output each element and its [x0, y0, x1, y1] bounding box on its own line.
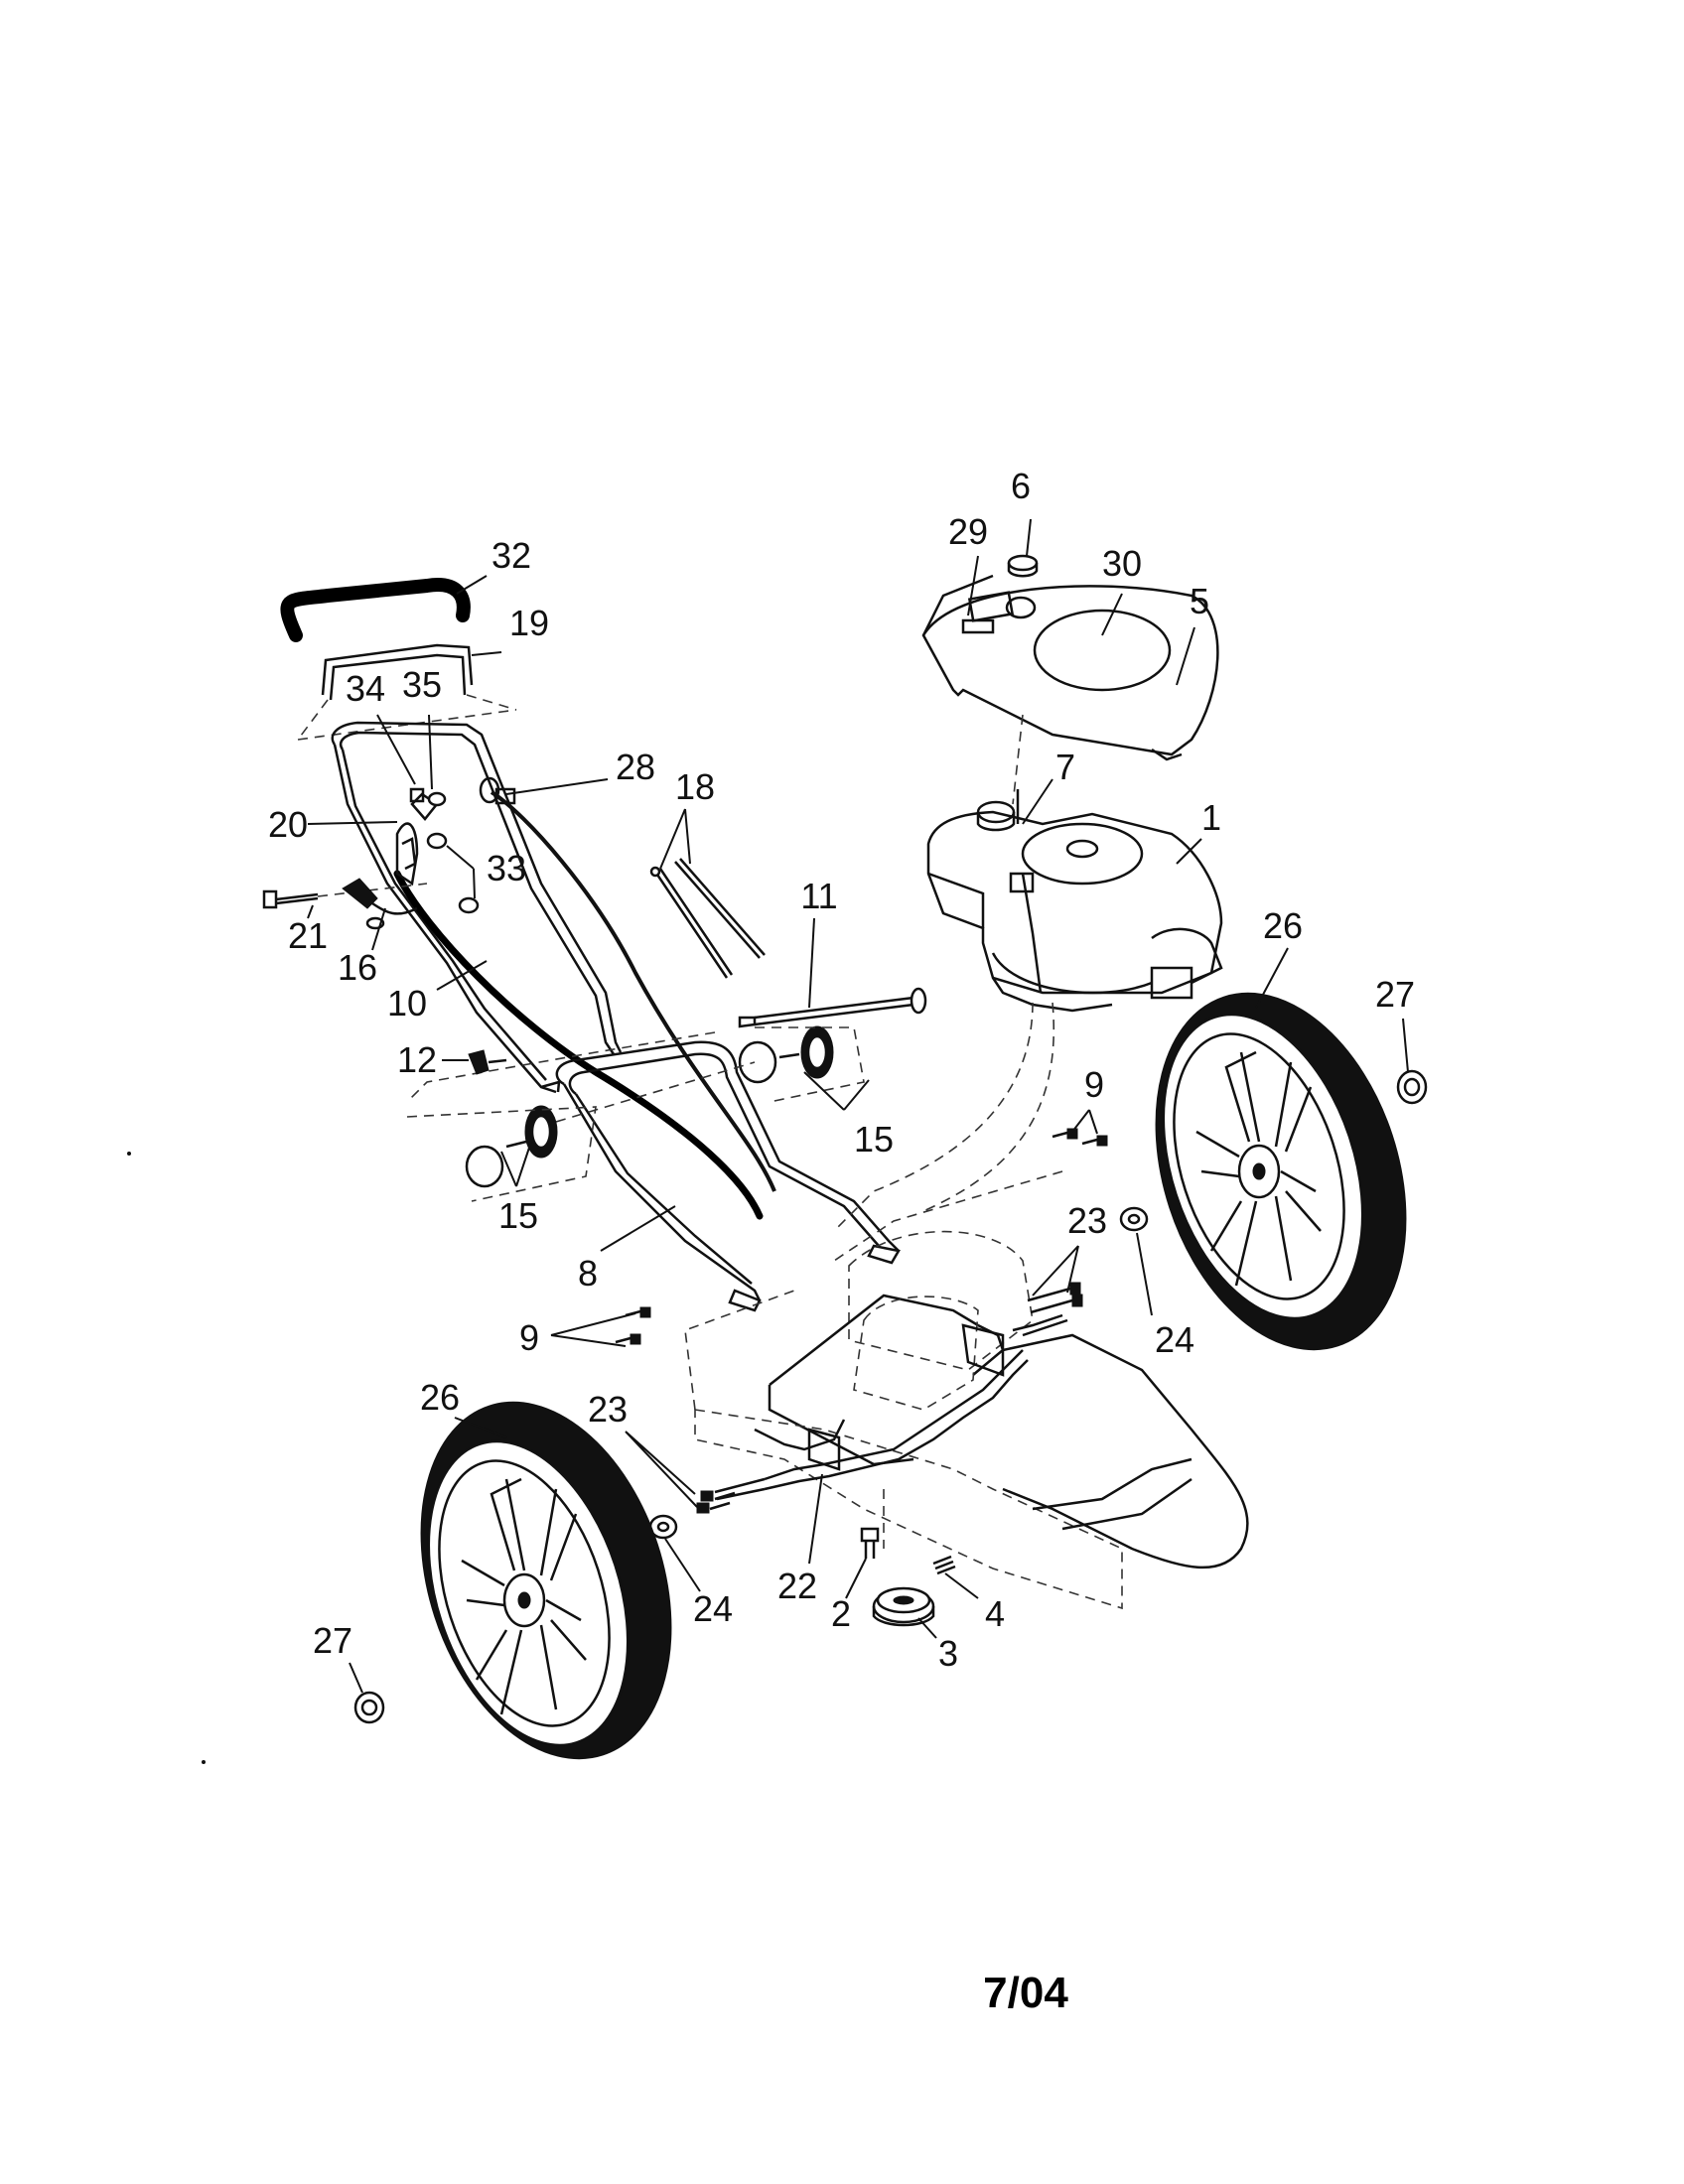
callout-21: 21 [288, 915, 328, 956]
callout-1: 1 [1201, 797, 1221, 838]
handle-frame-part [331, 721, 623, 1094]
callout-16: 16 [338, 947, 377, 988]
engine-part [926, 789, 1223, 1013]
callout-32: 32 [491, 535, 531, 576]
cover-engine-guide [1012, 714, 1024, 805]
date-code: 7/04 [983, 1969, 1068, 2017]
bolt-35-part [409, 787, 447, 807]
bolt-21-guide [317, 883, 428, 897]
right-wheel-part [1155, 992, 1407, 1351]
cable-fitting-part [479, 776, 516, 805]
callout-33: 33 [487, 848, 526, 888]
hub-nut-27-part [353, 1069, 1428, 1724]
cable-part [490, 790, 776, 1192]
screws-9-part [615, 1128, 1108, 1345]
callout-4: 4 [985, 1593, 1005, 1634]
callout-34: 34 [346, 668, 385, 709]
bolt-21-part [262, 889, 319, 909]
callout-28: 28 [616, 747, 655, 787]
cap-part [1007, 554, 1039, 578]
rods-part [649, 858, 766, 979]
engine-cover-part [921, 574, 1219, 761]
callout-26-left: 26 [420, 1377, 460, 1418]
callout-6: 6 [1011, 466, 1031, 506]
switch-part [342, 878, 418, 930]
callout-35: 35 [402, 664, 442, 705]
callout-24-left: 24 [693, 1588, 733, 1629]
pulley-left-part [465, 1105, 558, 1188]
callout-9-left: 9 [519, 1317, 539, 1358]
lower-handle-part [555, 1040, 901, 1312]
stray-mark [127, 1152, 131, 1156]
callout-15-left: 15 [498, 1195, 538, 1236]
leader-lines [307, 518, 1409, 1694]
handle-grip-part [280, 578, 471, 642]
blade-pulley-part [872, 1586, 935, 1627]
pulley-right-part [738, 1025, 834, 1084]
nut-33-part [426, 832, 480, 914]
callout-7: 7 [1055, 747, 1075, 787]
callout-9-right: 9 [1084, 1064, 1104, 1105]
bolts-23-part [696, 1282, 1083, 1514]
callout-23-left: 23 [588, 1389, 628, 1430]
callout-26-right: 26 [1263, 905, 1303, 946]
callout-19: 19 [509, 603, 549, 643]
callout-12: 12 [397, 1039, 437, 1080]
callout-5: 5 [1190, 581, 1209, 621]
callout-27-left: 27 [313, 1620, 352, 1661]
callout-8: 8 [578, 1253, 598, 1294]
callout-27-right: 27 [1375, 974, 1415, 1015]
blade-bolt-part [860, 1527, 880, 1559]
pulley-guides [406, 1026, 865, 1202]
callout-18: 18 [675, 766, 715, 807]
callout-11: 11 [800, 876, 837, 916]
deck-part [684, 1230, 1249, 1610]
callout-15-right: 15 [854, 1119, 894, 1160]
callout-30: 30 [1102, 543, 1142, 584]
callout-29: 29 [948, 511, 988, 552]
callout-20: 20 [268, 804, 308, 845]
callout-24-right: 24 [1155, 1319, 1194, 1360]
stray-mark-2 [202, 1760, 206, 1764]
engine-deck-guide [833, 1002, 1063, 1262]
axle-bracket-part [714, 1313, 1068, 1501]
knob-part [468, 1049, 507, 1075]
callout-22: 22 [777, 1566, 817, 1606]
callout-10: 10 [387, 983, 427, 1024]
control-cable-part [393, 870, 764, 1220]
left-wheel-part [420, 1401, 672, 1760]
callout-2: 2 [831, 1593, 851, 1634]
key-part [932, 1555, 956, 1575]
callout-23-right: 23 [1067, 1200, 1107, 1241]
callout-3: 3 [938, 1633, 958, 1674]
long-bolt-guide [406, 1031, 716, 1103]
long-bolt-part [738, 987, 927, 1028]
